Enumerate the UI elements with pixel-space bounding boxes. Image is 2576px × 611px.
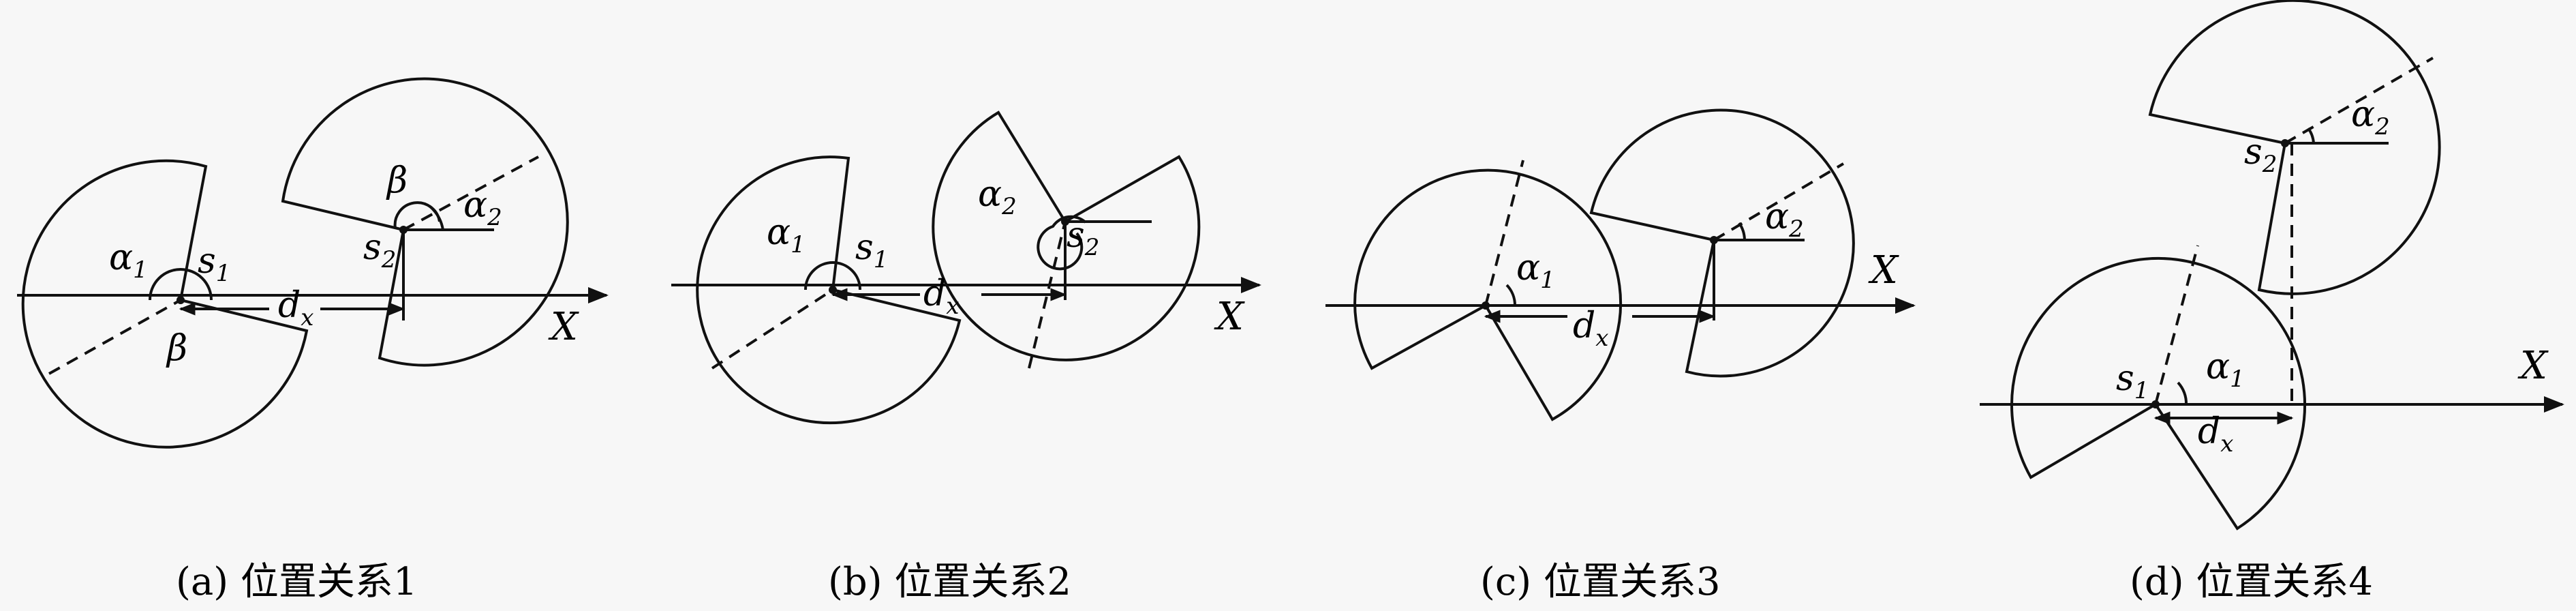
- caption-panel-b: (b) 位置关系2: [828, 560, 1071, 604]
- sensor-sector-1: [696, 155, 962, 425]
- sensor-center-dot: [1061, 218, 1069, 226]
- label-s-1: s1: [855, 227, 888, 273]
- sensor-center-dot: [2281, 139, 2289, 147]
- sensor-center-dot: [1710, 236, 1718, 244]
- label-beta: β: [386, 160, 408, 201]
- label-d-x: dx: [278, 285, 313, 331]
- panel-c: [1325, 108, 1916, 421]
- angle-arc: [804, 261, 861, 290]
- sensor-sector-2: [2148, 0, 2441, 295]
- dashed-orientation-line: [1028, 221, 1067, 369]
- caption-panel-a: (a) 位置关系1: [176, 560, 418, 604]
- panel-a: [17, 77, 609, 449]
- label-d-x: dx: [2198, 411, 2233, 458]
- panel-b: [671, 110, 1261, 425]
- angle-arc: [2177, 381, 2188, 405]
- label-alpha-2: α2: [463, 185, 502, 231]
- sensor-center-dot: [2151, 400, 2160, 408]
- sensor-sector-2: [1589, 108, 1855, 378]
- label-x-axis: X: [1214, 295, 1245, 339]
- label-alpha-2: α2: [2351, 94, 2390, 140]
- sensor-center-dot: [399, 226, 408, 234]
- label-s-1: s1: [198, 241, 230, 287]
- label-beta: β: [166, 328, 187, 369]
- label-s-2: s2: [2244, 132, 2277, 178]
- label-alpha-2: α2: [1765, 196, 1804, 243]
- sensor-center-dot: [1482, 301, 1490, 310]
- label-alpha-1: α1: [1516, 248, 1555, 294]
- label-d-x: dx: [923, 273, 959, 320]
- dashed-orientation-line: [2154, 245, 2199, 405]
- sensor-sector-1: [1353, 168, 1623, 421]
- label-x-axis: X: [548, 305, 579, 349]
- label-s-1: s1: [2116, 358, 2149, 404]
- caption-panel-c: (c) 位置关系3: [1480, 560, 1721, 604]
- dashed-orientation-line: [48, 299, 181, 375]
- label-alpha-2: α2: [978, 174, 1017, 220]
- label-alpha-1: α1: [109, 237, 148, 284]
- sensor-center-dot: [829, 286, 837, 294]
- angle-arc: [393, 201, 441, 229]
- angle-arc: [428, 205, 444, 230]
- label-s-2: s2: [363, 227, 396, 273]
- label-x-axis: X: [1868, 248, 1899, 293]
- angle-arc: [2307, 127, 2315, 144]
- panel-d: [1980, 0, 2564, 531]
- label-s-2: s2: [1067, 215, 1099, 261]
- caption-panel-d: (d) 位置关系4: [2130, 560, 2373, 604]
- angle-arc: [1738, 222, 1746, 241]
- label-x-axis: X: [2517, 344, 2549, 388]
- label-d-x: dx: [1573, 306, 1608, 352]
- label-alpha-1: α1: [2206, 346, 2245, 393]
- dashed-orientation-line: [711, 288, 834, 370]
- dashed-orientation-line: [1713, 162, 1845, 241]
- sensor-sector-2: [932, 110, 1201, 361]
- sensor-center-dot: [177, 296, 185, 304]
- angle-arc: [1505, 284, 1517, 306]
- sensor-sector-2: [281, 77, 569, 367]
- dashed-orientation-line: [1484, 160, 1524, 306]
- label-alpha-1: α1: [767, 212, 806, 258]
- dashed-orientation-line: [403, 155, 539, 231]
- angle-arc: [149, 268, 213, 301]
- sensor-sector-1: [21, 159, 309, 449]
